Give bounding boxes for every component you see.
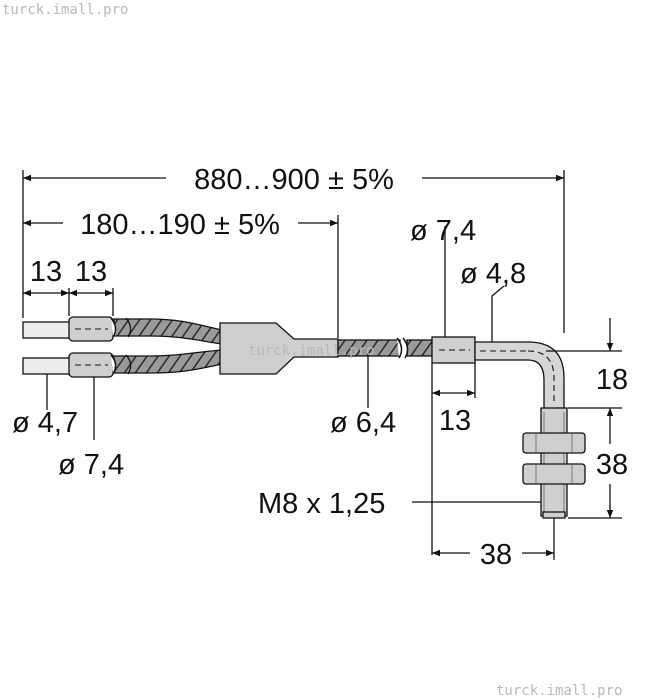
thread-tip	[542, 511, 566, 519]
thread-label: M8 x 1,25	[258, 488, 385, 520]
fiber-diameter-label: ø 4,7	[12, 407, 78, 439]
dimension-labels: 880…900 ± 5% 180…190 ± 5% 13 13 ø 4,7 ø …	[12, 164, 628, 571]
fiber-tip-upper	[22, 321, 71, 339]
sleeve-diameter-label: ø 7,4	[410, 215, 476, 247]
watermark-top: turck.imall.pro	[2, 2, 128, 18]
bend-height-label: 18	[596, 364, 628, 396]
bend-width-label: 38	[480, 539, 512, 571]
leader-probe-diameter	[491, 285, 505, 342]
ferrule-diameter-label: ø 7,4	[58, 449, 124, 481]
watermark-bottom: turck.imall.pro	[496, 683, 622, 699]
cable-diameter-label: ø 6,4	[330, 407, 396, 439]
sleeve-length-label: 13	[439, 405, 471, 437]
split-length-label: 180…190 ± 5%	[80, 209, 280, 241]
thread-height-label: 38	[596, 449, 628, 481]
tip-length-1-label: 13	[30, 256, 62, 288]
hex-nut-upper	[522, 432, 586, 454]
total-length-label: 880…900 ± 5%	[194, 164, 394, 196]
dimension-lines	[22, 170, 622, 560]
splitter-housing	[219, 322, 339, 375]
probe-tube	[474, 341, 565, 411]
cable-body	[22, 316, 586, 519]
thread-body	[540, 407, 568, 517]
hex-nut-lower	[522, 463, 586, 485]
fiber-tip-lower	[22, 357, 71, 375]
main-cable-end	[406, 339, 434, 357]
tip-length-2-label: 13	[75, 256, 107, 288]
probe-diameter-label: ø 4,8	[460, 258, 526, 290]
watermark-middle: turck.imall.pro	[248, 343, 374, 359]
